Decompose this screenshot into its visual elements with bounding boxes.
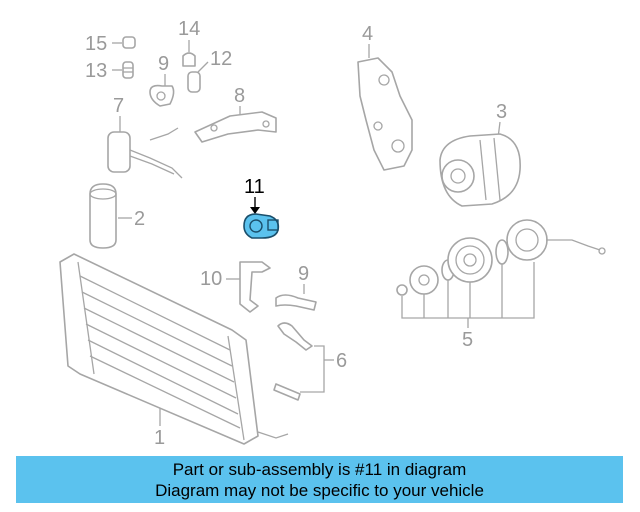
part-12-valve bbox=[187, 61, 209, 93]
callout-7: 7 bbox=[113, 95, 124, 117]
callout-12: 12 bbox=[210, 48, 232, 70]
callout-3: 3 bbox=[496, 101, 507, 123]
callout-9-upper: 9 bbox=[158, 53, 169, 75]
callout-2: 2 bbox=[134, 208, 145, 230]
part-14-cap bbox=[182, 40, 196, 67]
callout-6: 6 bbox=[336, 350, 347, 372]
part-13-valve bbox=[112, 61, 134, 79]
callout-8: 8 bbox=[234, 85, 245, 107]
part-4-mount-bracket bbox=[357, 44, 413, 171]
callout-11: 11 bbox=[244, 176, 265, 198]
parts-diagram: 15 13 14 12 9 8 7 bbox=[59, 18, 606, 449]
banner-line-1: Part or sub-assembly is #11 in diagram bbox=[172, 459, 467, 479]
callout-10: 10 bbox=[200, 268, 222, 290]
part-7-hose bbox=[107, 116, 183, 179]
callout-13: 13 bbox=[85, 60, 107, 82]
banner-line-2: Diagram may not be specific to your vehi… bbox=[155, 480, 484, 500]
callout-9-lower: 9 bbox=[298, 263, 309, 285]
part-8-bracket bbox=[194, 106, 277, 143]
part-10-bracket bbox=[226, 261, 271, 313]
part-2-receiver-drier bbox=[89, 183, 132, 249]
part-5-clutch-assembly bbox=[396, 219, 606, 328]
part-6-hoses bbox=[273, 322, 334, 401]
callout-14: 14 bbox=[178, 18, 200, 40]
callout-1: 1 bbox=[154, 427, 165, 449]
part-3-compressor bbox=[439, 121, 521, 207]
callout-4: 4 bbox=[362, 23, 373, 45]
part-9-clip-upper bbox=[149, 74, 175, 107]
callout-15: 15 bbox=[85, 33, 107, 55]
part-9-clip-lower bbox=[275, 284, 317, 311]
callout-5: 5 bbox=[462, 329, 473, 351]
part-11-highlighted-sensor bbox=[243, 197, 280, 239]
part-15-fitting bbox=[112, 36, 136, 49]
part-1-condenser bbox=[59, 253, 289, 445]
info-banner: Part or sub-assembly is #11 in diagram D… bbox=[16, 456, 623, 503]
